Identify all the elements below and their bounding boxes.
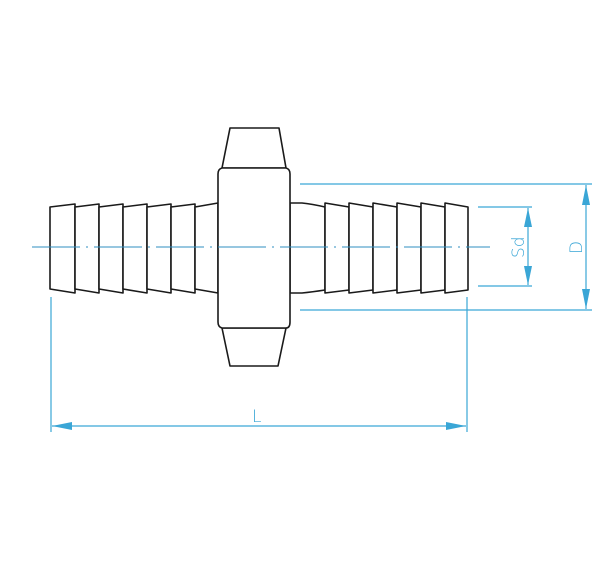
length-label: L — [252, 407, 261, 427]
right-shank — [289, 202, 326, 294]
arrow-down-icon — [582, 289, 590, 309]
left-barb-2 — [74, 203, 100, 294]
top-hex-nut — [221, 127, 287, 169]
right-barb-group — [289, 202, 469, 294]
bottom-hex-nut — [221, 327, 287, 367]
arrow-up-icon — [582, 185, 590, 205]
left-barb-5 — [146, 203, 172, 294]
arrow-down-icon — [524, 266, 532, 285]
left-barb-7 — [194, 202, 219, 294]
length-dimension: L — [52, 407, 466, 430]
right-barb-6 — [444, 202, 469, 294]
right-barb-1 — [324, 202, 350, 294]
center-body — [217, 167, 291, 329]
right-barb-4 — [396, 202, 422, 294]
left-barb-3 — [98, 203, 124, 294]
outer-diameter-dimension: D — [567, 185, 590, 309]
arrow-up-icon — [524, 208, 532, 227]
outer-diameter-label: D — [567, 241, 587, 254]
left-barb-4 — [122, 203, 148, 294]
barb-diameter-label: Sd — [509, 236, 529, 258]
barb-diameter-dimension: Sd — [509, 208, 532, 285]
right-barb-3 — [372, 202, 398, 294]
left-barb-group — [49, 202, 219, 294]
right-barb-2 — [348, 202, 374, 294]
arrow-left-icon — [52, 422, 72, 430]
arrow-right-icon — [446, 422, 466, 430]
left-barb-6 — [170, 203, 196, 294]
left-barb-1 — [49, 203, 76, 294]
right-barb-5 — [420, 202, 446, 294]
